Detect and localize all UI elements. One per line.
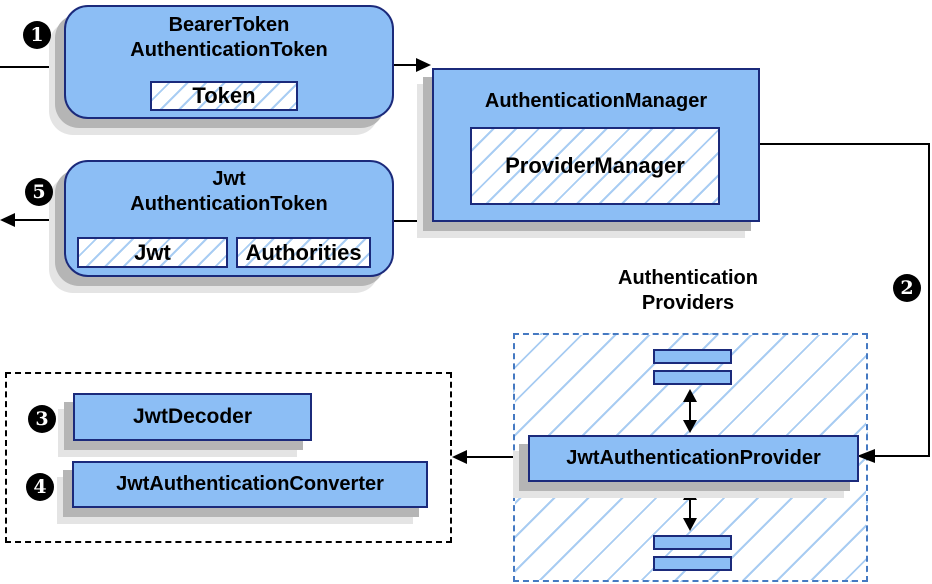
step-2-badge: 2: [893, 274, 921, 302]
authentication-providers-label-line2: Providers: [641, 292, 735, 314]
node-title: AuthenticationManager: [484, 90, 708, 112]
provider-to-decoder-line: [466, 456, 513, 458]
manager-to-provider-line-top: [760, 143, 930, 145]
decoder-converter-group: [5, 372, 452, 543]
node-title-line2: AuthenticationToken: [130, 193, 328, 215]
jwt-authentication-provider-node: JwtAuthenticationProvider: [528, 435, 859, 482]
step-1-badge: 1: [23, 21, 51, 49]
bearer-to-manager-line: [394, 64, 418, 66]
provider-manager-chip: ProviderManager: [470, 127, 720, 205]
bearer-to-manager-arrowhead-icon: [416, 58, 431, 72]
bearer-token-authentication-token-node: BearerToken AuthenticationToken Token: [64, 5, 394, 119]
node-title: Jwt AuthenticationToken: [66, 162, 392, 217]
node-title-line2: AuthenticationToken: [130, 39, 328, 61]
step-4-badge: 4: [26, 473, 54, 501]
generic-provider-bar: [653, 349, 732, 364]
request-in-line: [0, 66, 64, 68]
authentication-manager-node: AuthenticationManager ProviderManager: [432, 68, 760, 222]
manager-to-provider-line-right: [928, 143, 930, 457]
generic-provider-bar: [653, 535, 732, 550]
double-arrow-shaft: [689, 498, 691, 520]
double-arrow-down-icon: [683, 420, 697, 433]
double-arrow-up-icon: [683, 389, 697, 402]
provider-to-decoder-arrowhead-icon: [452, 450, 467, 464]
node-title: BearerToken AuthenticationToken: [66, 7, 392, 63]
step-3-badge: 3: [28, 405, 56, 433]
manager-to-provider-line-bottom: [874, 455, 930, 457]
generic-provider-bar: [653, 370, 732, 385]
jwt-chip: Jwt: [77, 237, 228, 268]
node-title-line1: Jwt: [212, 168, 246, 190]
jwt-authentication-converter-node: JwtAuthenticationConverter: [72, 461, 428, 508]
step-5-badge: 5: [25, 178, 53, 206]
node-title-line1: BearerToken: [168, 14, 290, 36]
jwt-token-out-line: [13, 219, 64, 221]
double-arrow-shaft: [689, 400, 691, 422]
manager-to-provider-arrowhead-icon: [857, 449, 875, 463]
token-chip: Token: [150, 81, 298, 111]
double-arrow-up-icon: [683, 487, 697, 500]
double-arrow-down-icon: [683, 518, 697, 531]
jwt-token-out-arrowhead-icon: [0, 213, 15, 227]
manager-to-jwt-token-line: [394, 220, 432, 222]
jwt-decoder-node: JwtDecoder: [73, 393, 312, 441]
authorities-chip: Authorities: [236, 237, 371, 268]
generic-provider-bar: [653, 556, 732, 571]
jwt-authentication-token-node: Jwt AuthenticationToken Jwt Authorities: [64, 160, 394, 277]
authentication-providers-label: Authentication Providers: [588, 266, 788, 316]
authentication-providers-label-line1: Authentication: [618, 267, 758, 289]
